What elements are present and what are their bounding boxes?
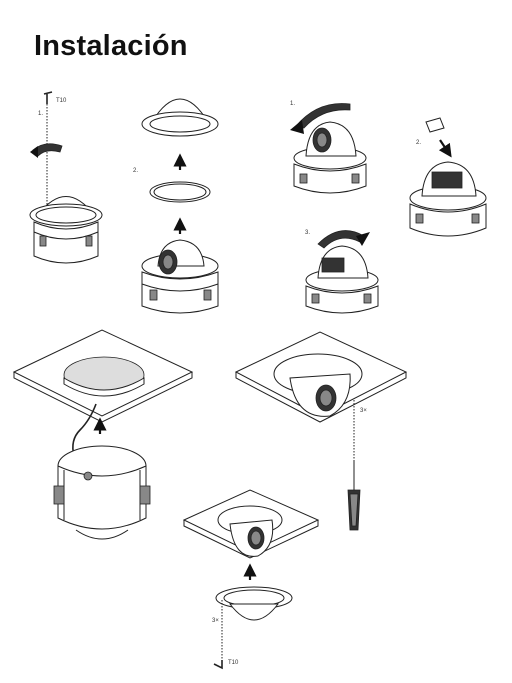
screwdriver-icon	[347, 460, 361, 531]
t10-label-top: T10	[56, 98, 67, 104]
dome-cover-bottom	[215, 586, 293, 621]
step-3x-label-ceiling: 3×	[360, 408, 367, 414]
step-3x-label-bottom: 3×	[212, 618, 219, 624]
rotate-right-arrow-icon	[317, 230, 370, 249]
page-title: Instalación	[34, 30, 188, 62]
t10-key-icon	[43, 91, 53, 104]
step-1-label-rotate: 1.	[290, 101, 295, 107]
camera-ceiling-bottom	[217, 505, 283, 557]
camera-rotate-top	[293, 121, 367, 194]
panel-insert-card: 2.	[409, 117, 487, 237]
t10-key-bottom-icon	[213, 660, 223, 670]
camera-rotate-bottom	[305, 245, 379, 314]
panel-ceiling-screwdriver: 3×	[234, 331, 408, 531]
panel-bottom-dome-mount: 3× T10	[182, 489, 320, 670]
down-arrow-icon-card	[438, 139, 452, 158]
panel-remove-dome-screws: T10 1. 3×	[29, 91, 103, 264]
camera-card-slot	[409, 161, 487, 237]
step-3-label-rotate: 3.	[305, 230, 310, 236]
panel-rotate-camera: 1. 3.	[290, 101, 379, 314]
seal-ring	[149, 181, 211, 203]
step-2-label-middle: 2.	[133, 168, 138, 174]
panel-ceiling-housing	[12, 329, 194, 540]
panel-replace-dome-ring: 2.	[133, 98, 219, 314]
rotate-left-arrow-icon	[290, 103, 351, 134]
rotate-arrow-icon	[30, 143, 63, 158]
step-1-label-top-left: 1.	[38, 111, 43, 117]
t10-label-bottom: T10	[228, 660, 239, 666]
dome-cover	[141, 98, 219, 137]
camera-module-middle	[141, 239, 219, 314]
housing-back-box	[53, 445, 151, 540]
step-2-label-card: 2.	[416, 140, 421, 146]
sd-card-icon	[425, 117, 445, 133]
camera-ceiling-right	[273, 353, 363, 417]
dome-camera-top-left	[29, 196, 103, 264]
ceiling-tile-left	[12, 329, 194, 423]
